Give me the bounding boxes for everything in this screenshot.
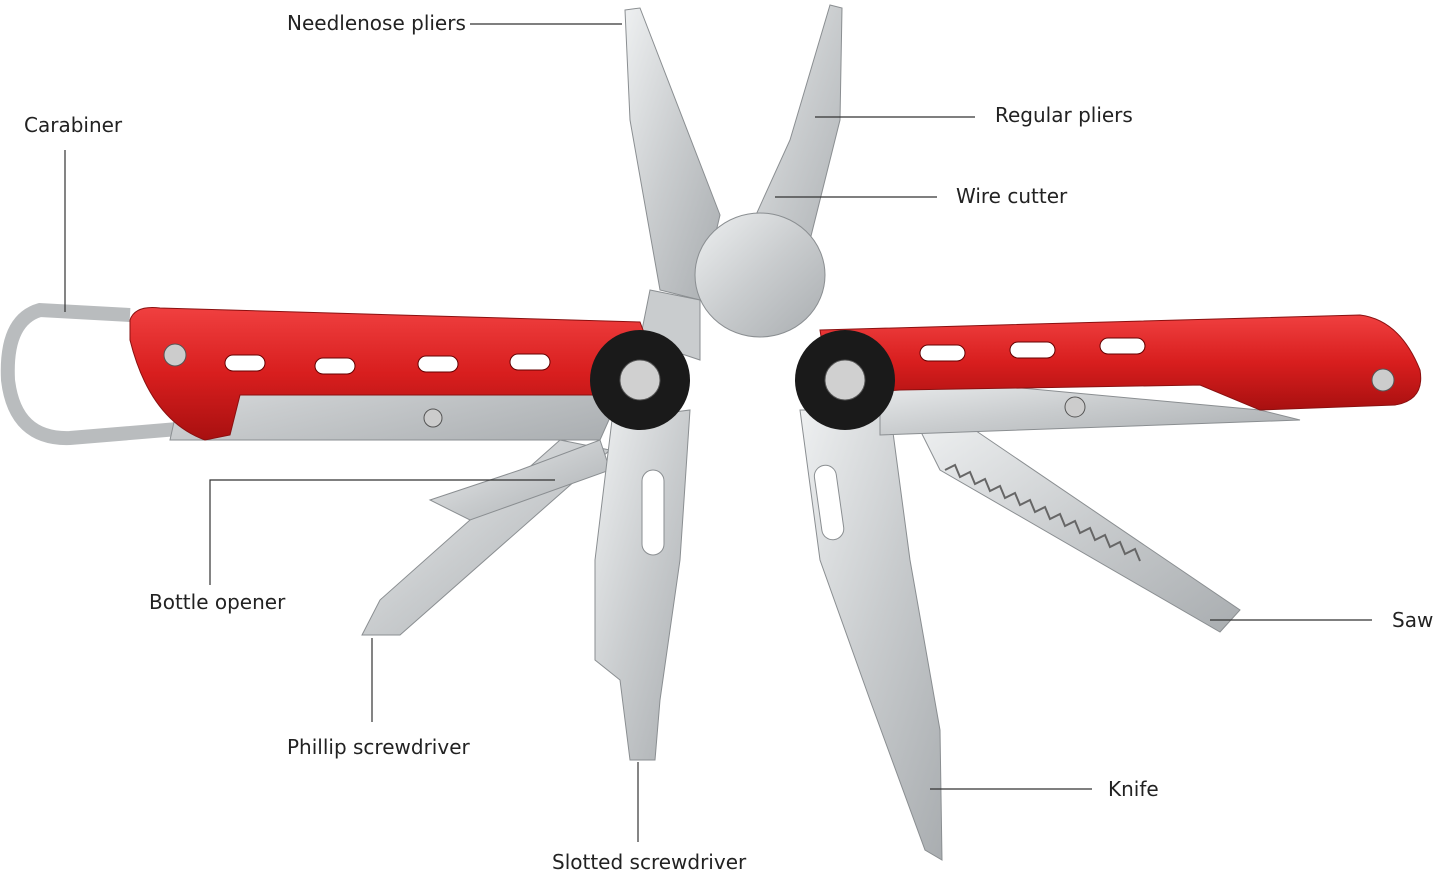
label-bottle-opener: Bottle opener	[149, 590, 286, 614]
leader-bottle-opener	[209, 479, 555, 585]
right-handle	[795, 314, 1422, 436]
label-regular-pliers: Regular pliers	[995, 103, 1133, 127]
knife-blade	[799, 409, 943, 861]
label-phillip-screwdriver: Phillip screwdriver	[287, 735, 470, 759]
slotted-screwdriver-tool	[594, 409, 691, 761]
label-slotted-screwdriver: Slotted screwdriver	[552, 850, 747, 874]
label-needlenose-pliers: Needlenose pliers	[287, 11, 466, 35]
label-carabiner: Carabiner	[24, 113, 123, 137]
label-saw: Saw	[1392, 608, 1434, 632]
carabiner	[0, 302, 191, 446]
saw-blade	[919, 419, 1241, 633]
label-knife: Knife	[1108, 777, 1159, 801]
label-wire-cutter: Wire cutter	[956, 184, 1068, 208]
left-handle	[129, 307, 690, 441]
